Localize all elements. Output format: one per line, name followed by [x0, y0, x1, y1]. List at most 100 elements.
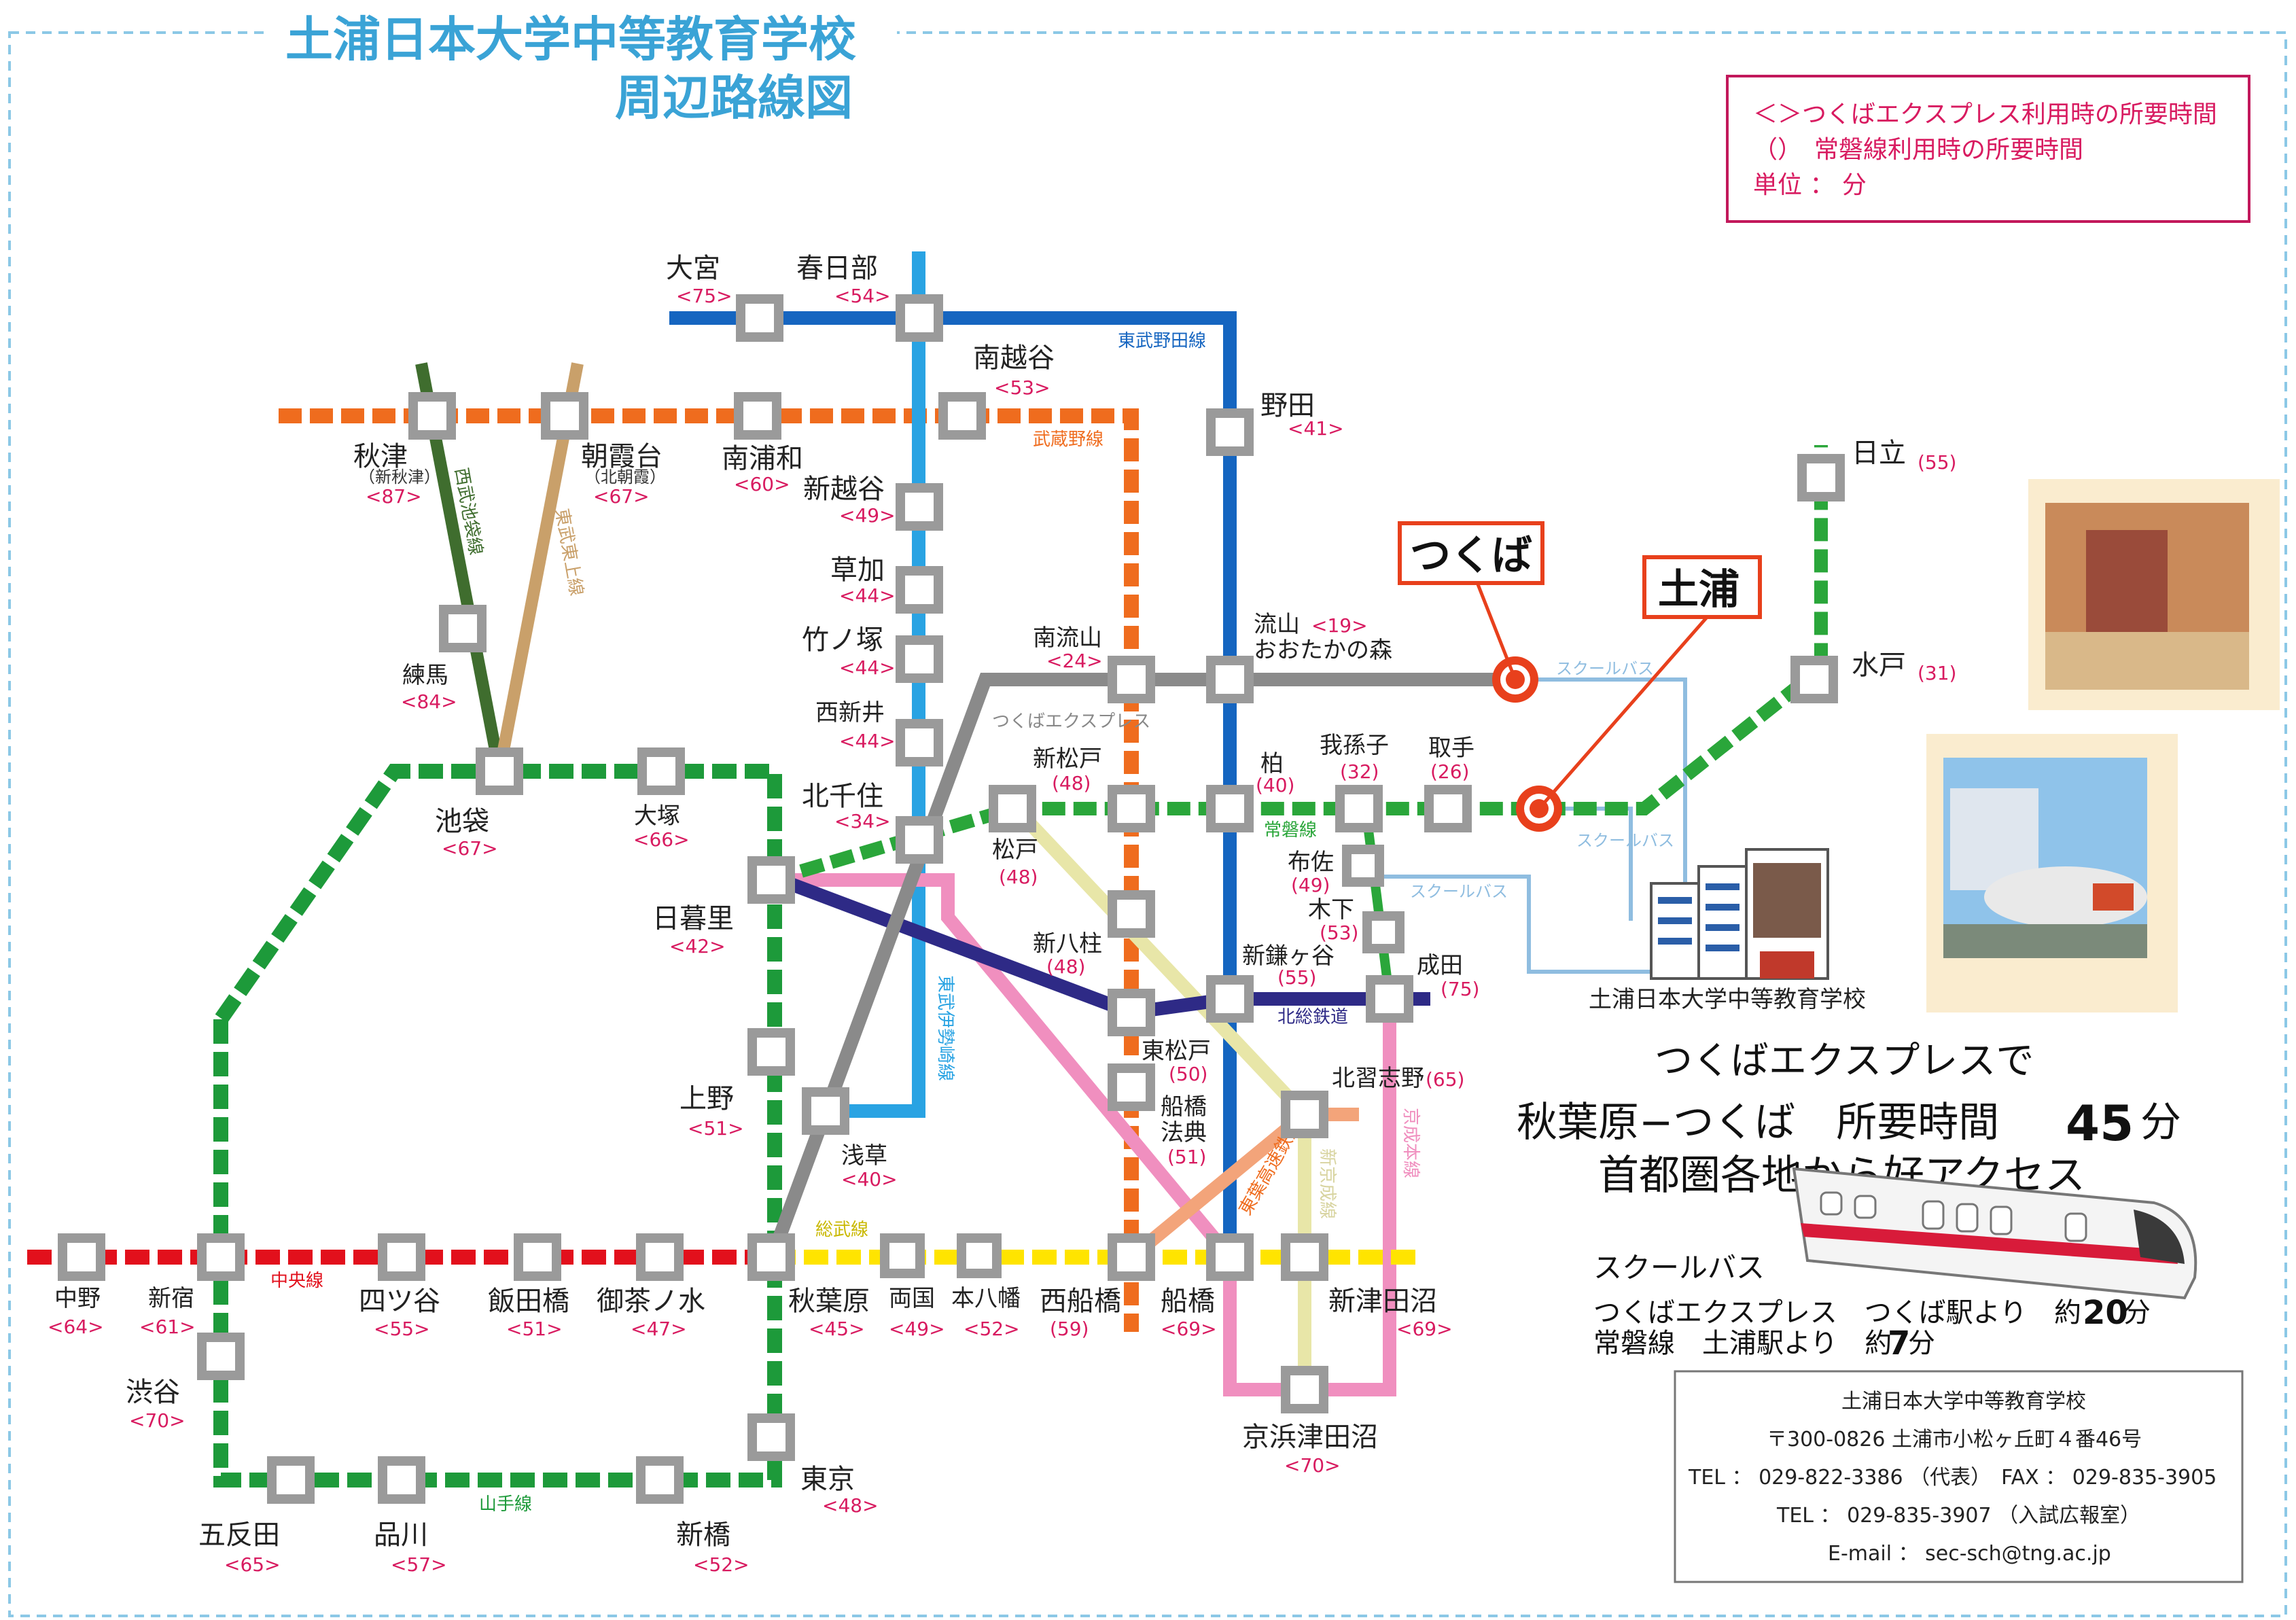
- promo-line2a: 秋葉原−つくば 所要時間: [1517, 1099, 1999, 1146]
- station-nishiarai-name: 西新井: [815, 699, 885, 726]
- bus-joban-min: 7: [1888, 1324, 1910, 1362]
- bus-tx-label: つくばエクスプレス つくば駅より 約: [1593, 1297, 2081, 1328]
- bus-joban-unit: 分: [1908, 1328, 1935, 1359]
- station-akihabara-name: 秋葉原: [788, 1286, 870, 1317]
- station-nerima-time: <84>: [401, 690, 457, 713]
- tobu-noda-line: [669, 311, 1237, 1237]
- station-narita-name: 成田: [1417, 952, 1463, 979]
- station-ikebukuro-name: 池袋: [435, 806, 489, 837]
- label-keisei: 京成本線: [1400, 1108, 1421, 1178]
- station-nagareyama-time: <19>: [1311, 614, 1368, 637]
- station-kinoshita-name: 木下: [1308, 896, 1354, 923]
- station-takenotsuka-time: <44>: [839, 656, 896, 679]
- station-shinagawa-time: <57>: [391, 1553, 447, 1576]
- label-bus-3: スクールバス: [1410, 882, 1508, 901]
- promo-45: 45: [2066, 1095, 2134, 1152]
- station-minamiurawa-time: <60>: [734, 473, 790, 495]
- label-musashino: 武蔵野線: [1033, 429, 1103, 450]
- station-iidabashi-time: <51>: [506, 1318, 563, 1340]
- station-soka-name: 草加: [830, 554, 885, 586]
- station-omiya-name: 大宮: [666, 253, 720, 284]
- map-title-line2: 周辺路線図: [615, 70, 853, 126]
- station-ryogoku-time: <49>: [889, 1318, 945, 1340]
- station-nagareyama-name: 流山: [1254, 611, 1300, 638]
- station-ryogoku-name: 両国: [889, 1285, 935, 1312]
- station-asakusa-time: <40>: [841, 1168, 898, 1191]
- station-otsuka-name: 大塚: [634, 803, 680, 830]
- legend-unit: 単位 ： 分: [1753, 171, 1867, 199]
- label-tobu-noda: 東武野田線: [1118, 331, 1206, 351]
- station-kasukabe-name: 春日部: [796, 253, 878, 284]
- label-bus-2: スクールバス: [1576, 831, 1674, 850]
- station-shinyahashira-time: (48): [1046, 955, 1085, 978]
- tsuchiura-marker: 土浦: [1516, 555, 1762, 832]
- label-isesaki: 東武伊勢崎線: [935, 975, 955, 1081]
- station-yotsuya-name: 四ツ谷: [359, 1286, 440, 1317]
- station-akihabara-time: <45>: [809, 1318, 865, 1340]
- station-abiko-name: 我孫子: [1320, 732, 1389, 759]
- promo-line1: つくばエクスプレスで: [1655, 1039, 2034, 1083]
- hokuso-line: [769, 870, 1430, 1020]
- tsuchiura-label: 土浦: [1658, 566, 1739, 614]
- rocket-photo: [1926, 734, 2178, 1013]
- station-kitasenju-name: 北千住: [802, 781, 883, 812]
- station-mito-name: 水戸: [1852, 650, 1906, 681]
- station-ochanomizu-time: <47>: [631, 1318, 687, 1340]
- station-minaminagareyama-time: <24>: [1046, 650, 1103, 672]
- station-akitsu-time: <87>: [366, 485, 422, 508]
- station-toride-name: 取手: [1428, 735, 1474, 762]
- station-shinjuku-name: 新宿: [148, 1285, 194, 1312]
- station-nagareyama-name2: おおたかの森: [1254, 637, 1392, 664]
- station-shintsudanuma-time: <69>: [1396, 1318, 1453, 1340]
- legend-box: ＜＞つくばエクスプレス利用時の所要時間 （） 常磐線利用時の所要時間 単位 ： …: [1726, 75, 2250, 223]
- station-nakano-time: <64>: [48, 1316, 104, 1338]
- station-gotanda-name: 五反田: [198, 1519, 280, 1551]
- bus-tx-unit: 分: [2123, 1297, 2151, 1328]
- station-nippori-name: 日暮里: [652, 903, 734, 934]
- station-toride-time: (26): [1430, 760, 1469, 783]
- station-asakusa-name: 浅草: [841, 1142, 887, 1169]
- station-funabashi-name: 船橋: [1161, 1286, 1215, 1317]
- bus-joban-label: 常磐線 土浦駅より 約: [1593, 1328, 1892, 1359]
- station-matsudo-time: (48): [999, 866, 1038, 888]
- station-yotsuya-time: <55>: [374, 1318, 430, 1340]
- label-hokuso: 北総鉄道: [1277, 1007, 1348, 1027]
- station-motoyawata-time: <52>: [964, 1318, 1020, 1340]
- station-funabashi-time: <69>: [1161, 1318, 1217, 1340]
- station-keiseitsudanuma-name: 京浜津田沼: [1242, 1422, 1378, 1453]
- station-kitanarashino-name: 北習志野: [1332, 1065, 1424, 1092]
- station-tokyo-name: 東京: [800, 1464, 855, 1495]
- station-ueno-time: <51>: [688, 1117, 744, 1140]
- station-motoyawata-name: 本八幡: [951, 1285, 1021, 1312]
- station-shibuya-time: <70>: [129, 1409, 186, 1432]
- station-funabashihoten-time: (51): [1167, 1146, 1206, 1168]
- bus-heading: スクールバス: [1593, 1251, 1765, 1284]
- tsukuba-express-line: [768, 673, 1515, 1253]
- station-gotanda-time: <65>: [224, 1553, 281, 1576]
- station-minaminagareyama-name: 南流山: [1033, 624, 1102, 652]
- school-photo: [2028, 479, 2280, 710]
- station-shinkamagaya-name: 新鎌ヶ谷: [1242, 943, 1335, 970]
- station-funabashihoten-name2: 法典: [1161, 1119, 1207, 1146]
- station-nippori-time: <42>: [669, 935, 726, 957]
- contact-box: 土浦日本大学中等教育学校 〒300-0826 土浦市小松ヶ丘町４番46号 TEL…: [1674, 1370, 2244, 1583]
- station-shinkoshigaya-name: 新越谷: [803, 474, 885, 505]
- station-kitanarashino-time: (65): [1426, 1068, 1464, 1091]
- station-shintsudanuma-name: 新津田沼: [1328, 1286, 1437, 1317]
- station-iidabashi-name: 飯田橋: [488, 1286, 569, 1317]
- station-shinmatsudo-time: (48): [1052, 772, 1091, 794]
- contact-name: 土浦日本大学中等教育学校: [1841, 1390, 2086, 1413]
- station-ochanomizu-name: 御茶ノ水: [597, 1286, 705, 1317]
- station-nishiarai-time: <44>: [839, 730, 896, 752]
- station-shinbashi-time: <52>: [693, 1553, 749, 1576]
- station-asakadai-time: <67>: [593, 485, 650, 508]
- tsukuba-label: つくば: [1410, 532, 1532, 580]
- station-nishifunabashi-time: (59): [1050, 1318, 1089, 1340]
- station-markers: [58, 294, 1845, 1504]
- station-keiseitsudanuma-time: <70>: [1284, 1454, 1341, 1477]
- label-shinkeisei: 新京成線: [1317, 1148, 1337, 1219]
- station-asakadai-sub: （北朝霞）: [584, 468, 666, 487]
- station-omiya-time: <75>: [676, 285, 732, 307]
- bus-tx-min: 20: [2083, 1294, 2128, 1332]
